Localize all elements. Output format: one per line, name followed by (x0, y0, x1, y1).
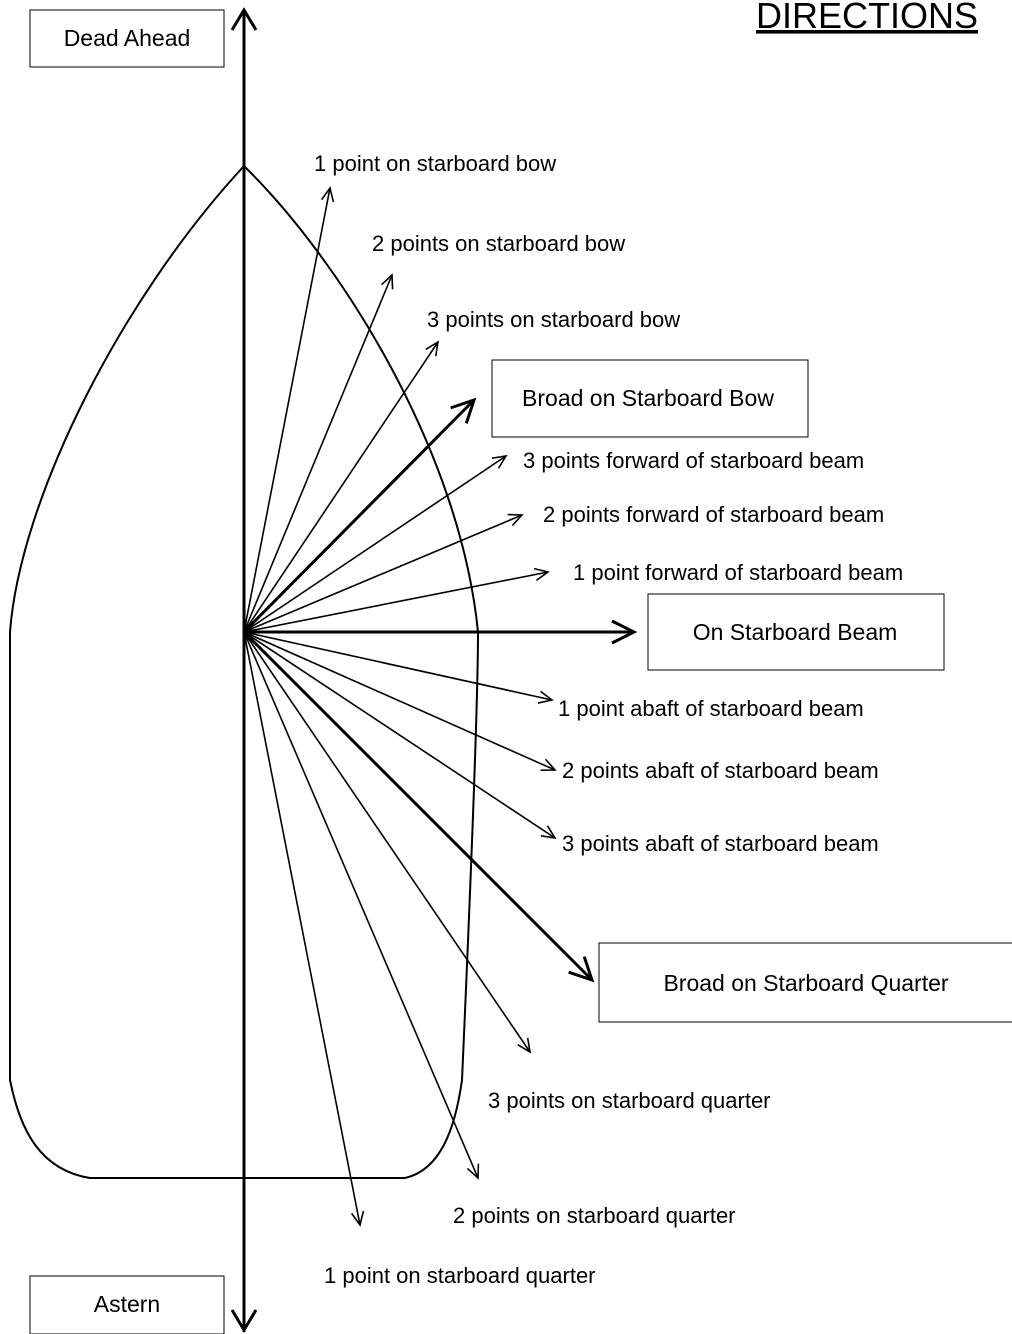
ray-abaft-1 (243, 631, 553, 701)
direction-rays (242, 186, 638, 1227)
ray-bow-2-arrowhead (380, 273, 394, 290)
astern-label: Astern (94, 1291, 160, 1317)
broad-quarter-label: Broad on Starboard Quarter (663, 970, 948, 996)
abaft-3-label: 3 points abaft of starboard beam (562, 831, 879, 856)
abaft-1-label: 1 point abaft of starboard beam (558, 696, 864, 721)
quarter-1-label: 1 point on starboard quarter (324, 1263, 596, 1288)
bow-2-label: 2 points on starboard bow (372, 231, 625, 256)
forward-1-label: 1 point forward of starboard beam (573, 560, 903, 585)
ray-broad-quarter-arrowhead (568, 956, 595, 983)
ray-quarter-2 (243, 631, 479, 1179)
ray-forward-1-arrowhead (533, 567, 550, 582)
ray-quarter-2-arrowhead (466, 1163, 480, 1180)
ray-bow-2 (243, 274, 393, 633)
bow-1-label: 1 point on starboard bow (314, 151, 556, 176)
astern-box (29, 1275, 225, 1334)
ray-quarter-1-arrowhead (350, 1210, 365, 1227)
ray-bow-1 (243, 187, 331, 633)
dead-ahead-box (29, 9, 225, 68)
beam-box (647, 593, 945, 671)
dead-ahead-label: Dead Ahead (64, 25, 191, 51)
ray-abaft-2 (243, 631, 556, 771)
forward-2-label: 2 points forward of starboard beam (543, 502, 884, 527)
ray-quarter-3 (243, 631, 531, 1053)
astern-arrowhead (230, 1309, 258, 1333)
ray-broad-bow (242, 398, 476, 634)
ray-abaft-3 (243, 631, 556, 839)
ray-forward-3-arrowhead (491, 454, 508, 469)
ray-forward-2-arrowhead (507, 513, 524, 527)
forward-3-label: 3 points forward of starboard beam (523, 448, 864, 473)
quarter-2-label: 2 points on starboard quarter (453, 1203, 736, 1228)
ray-abaft-3-arrowhead (540, 825, 557, 840)
ray-bow-3 (243, 341, 439, 633)
beam-label: On Starboard Beam (693, 619, 898, 645)
bow-3-label: 3 points on starboard bow (427, 307, 680, 332)
ray-broad-quarter (242, 630, 594, 982)
ray-quarter-1 (243, 631, 361, 1226)
dead-ahead-arrowhead (230, 7, 258, 31)
ray-abaft-1-arrowhead (537, 690, 554, 704)
abaft-2-label: 2 points abaft of starboard beam (562, 758, 879, 783)
ray-bow-3-arrowhead (425, 340, 440, 357)
ray-bow-1-arrowhead (320, 186, 335, 203)
ray-broad-bow-arrowhead (450, 397, 477, 424)
broad-bow-box (491, 359, 809, 438)
ray-quarter-3-arrowhead (517, 1037, 532, 1054)
diagram-title: DIRECTIONS (756, 0, 978, 36)
ray-abaft-2-arrowhead (540, 758, 557, 772)
broad-bow-label: Broad on Starboard Bow (522, 385, 774, 411)
quarter-3-label: 3 points on starboard quarter (488, 1088, 771, 1113)
ray-beam-arrowhead (611, 619, 638, 645)
ray-forward-2 (243, 514, 523, 633)
ray-forward-1 (243, 571, 549, 633)
broad-quarter-box (598, 942, 1012, 1023)
ship-hull (9, 164, 480, 1179)
ray-forward-3 (243, 455, 507, 633)
